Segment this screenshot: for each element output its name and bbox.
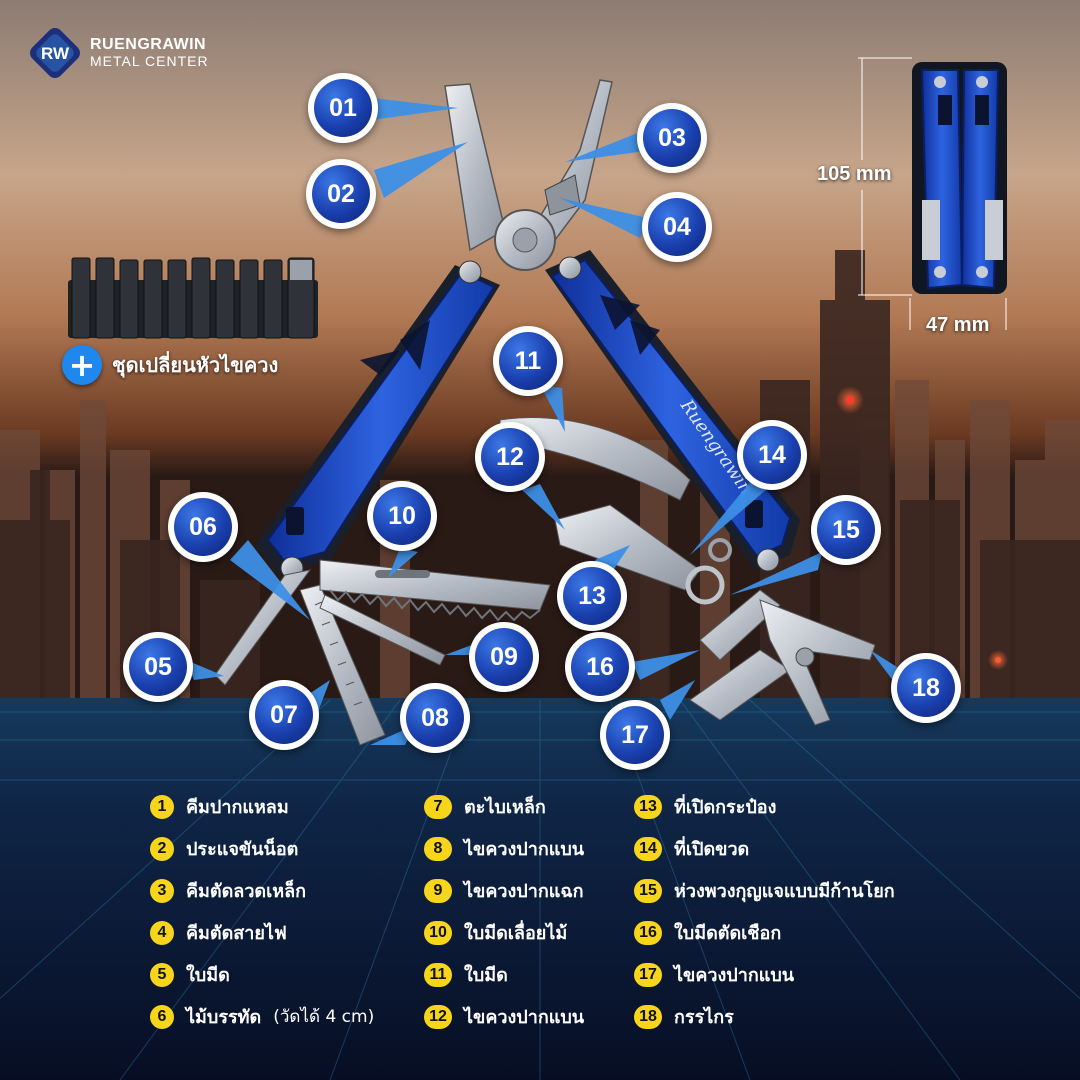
- screwdriver-bits: [68, 257, 318, 339]
- callout-06: 06: [168, 492, 238, 562]
- brand-subtitle: METAL CENTER: [90, 53, 209, 70]
- callout-05: 05: [123, 632, 193, 702]
- callout-16: 16: [565, 632, 635, 702]
- callout-04: 04: [642, 192, 712, 262]
- callout-10: 10: [367, 481, 437, 551]
- callout-12: 12: [475, 422, 545, 492]
- flat-screwdriver-right: [689, 649, 791, 721]
- bits-caption-text: ชุดเปลี่ยนหัวไขควง: [112, 353, 279, 377]
- ruler-file: [299, 584, 386, 746]
- callout-18: 18: [891, 653, 961, 723]
- callout-08: 08: [400, 683, 470, 753]
- callout-15: 15: [811, 495, 881, 565]
- brand-name: RUENGRAWIN: [90, 36, 207, 54]
- callout-02: 02: [306, 159, 376, 229]
- callout-09: 09: [469, 622, 539, 692]
- bits-caption: + ชุดเปลี่ยนหัวไขควง: [62, 345, 278, 385]
- scissors: [759, 599, 876, 726]
- knife-blade-left: [214, 569, 312, 686]
- plus-icon: +: [62, 345, 102, 385]
- folded-tool-inset: [858, 57, 1007, 330]
- svg-text:RW: RW: [41, 44, 70, 63]
- brand: RW RUENGRAWIN METAL CENTER: [28, 26, 209, 80]
- brand-logo-icon: RW: [30, 28, 80, 78]
- callout-13: 13: [557, 561, 627, 631]
- callout-17: 17: [600, 700, 670, 770]
- dimension-width: 47 mm: [926, 314, 990, 336]
- callout-07: 07: [249, 680, 319, 750]
- needle-nose-jaw-left: [444, 83, 506, 252]
- rope-cutter: [699, 589, 781, 661]
- callout-03: 03: [637, 103, 707, 173]
- callout-11: 11: [493, 326, 563, 396]
- key-ring: [685, 565, 725, 605]
- dimension-height: 105 mm: [817, 163, 892, 185]
- callout-pointers: [186, 98, 905, 745]
- screwdriver-small: [319, 594, 446, 666]
- callout-14: 14: [737, 420, 807, 490]
- callout-01: 01: [308, 73, 378, 143]
